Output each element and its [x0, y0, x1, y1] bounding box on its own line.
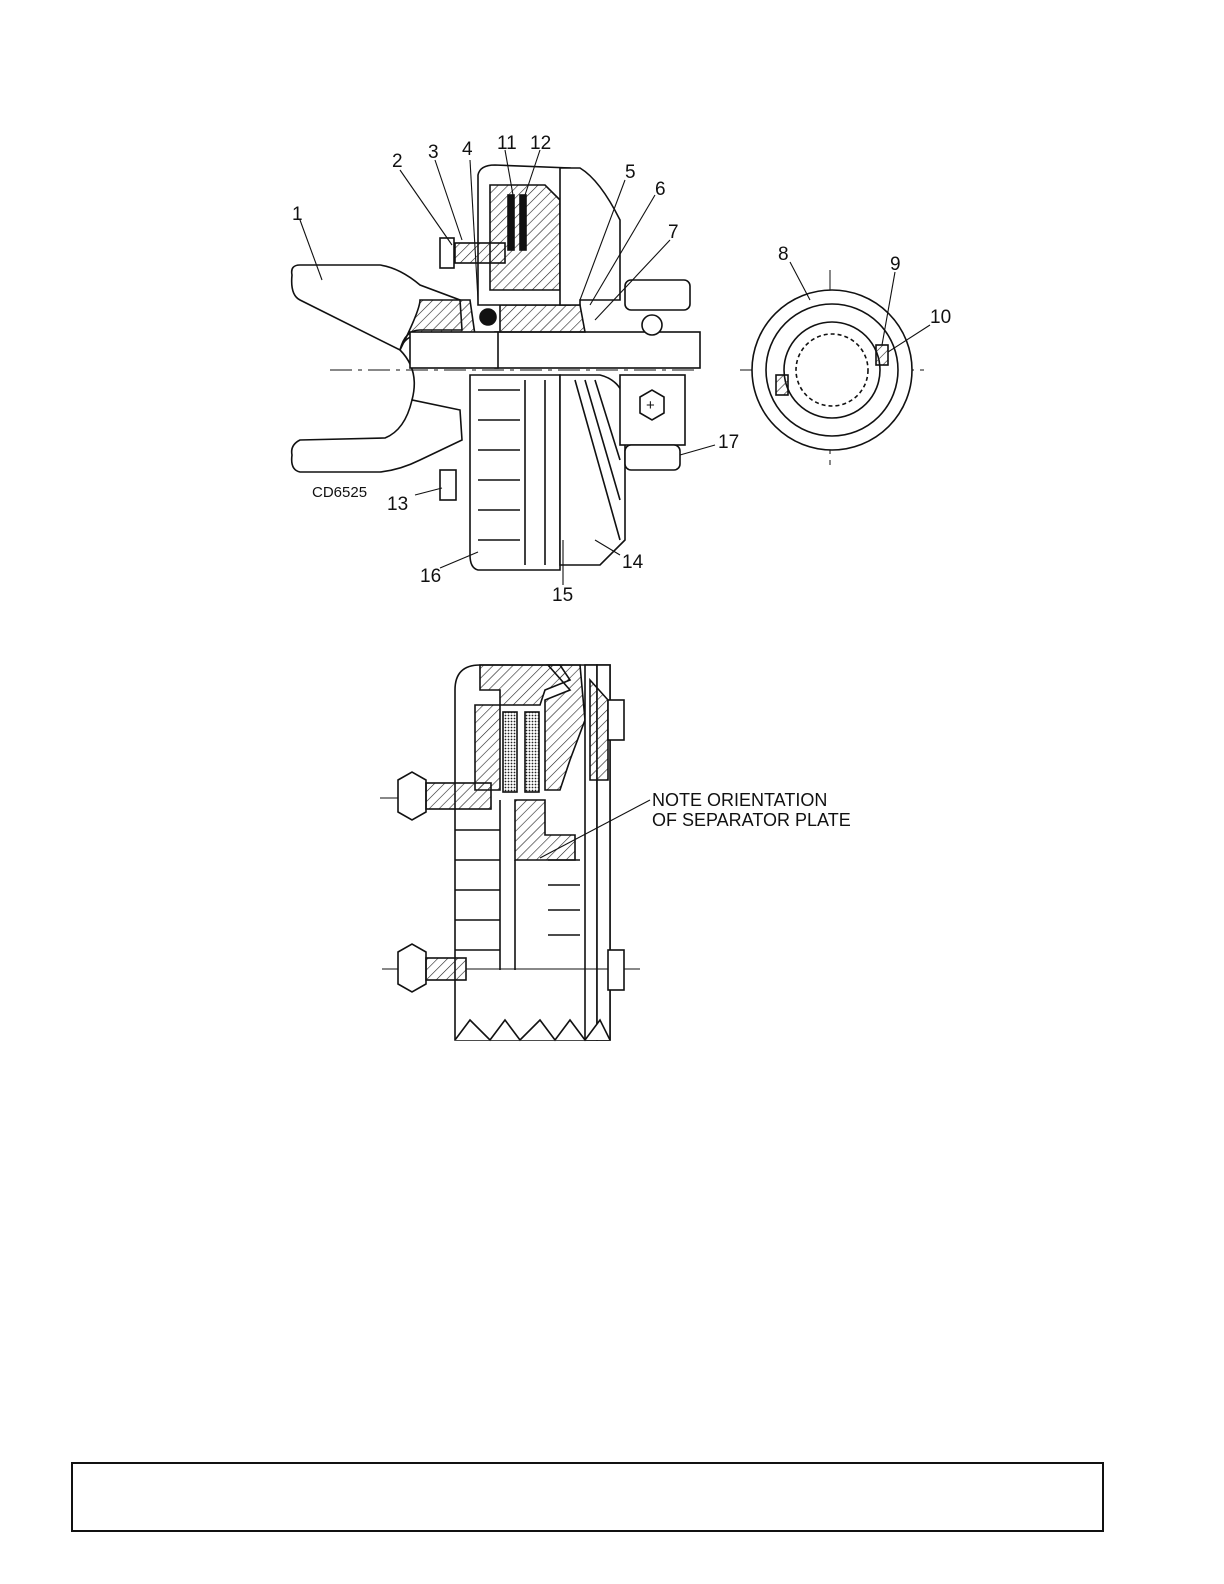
callout-7: 7	[668, 222, 679, 243]
callout-15: 15	[552, 585, 573, 606]
separator-plate-detail	[380, 665, 650, 1040]
svg-text:+: +	[646, 397, 655, 414]
callout-16: 16	[420, 566, 441, 587]
callout-11: 11	[497, 133, 517, 154]
callout-4: 4	[462, 139, 473, 160]
callout-6: 6	[655, 179, 666, 200]
clutch-assembly-view: +	[292, 150, 715, 585]
bearing-ball	[480, 309, 496, 325]
friction-disc-2	[525, 712, 539, 792]
callout-5: 5	[625, 162, 636, 183]
shield-bracket: +	[620, 280, 690, 470]
callout-3: 3	[428, 142, 439, 163]
note-line-2: OF SEPARATOR PLATE	[652, 810, 851, 830]
friction-disc-1	[503, 712, 517, 792]
callout-9: 9	[890, 254, 901, 275]
figure-id: CD6525	[312, 484, 367, 501]
callout-17: 17	[718, 432, 739, 453]
hub	[500, 305, 585, 332]
callout-10: 10	[930, 307, 951, 328]
key-10	[776, 375, 788, 395]
callout-14: 14	[622, 552, 644, 573]
callout-8: 8	[778, 244, 789, 265]
callout-2: 2	[392, 151, 403, 172]
bolt-13	[440, 470, 456, 500]
footer-box	[71, 1462, 1104, 1532]
callout-13: 13	[387, 494, 408, 515]
shaft	[495, 332, 700, 368]
end-view	[740, 262, 930, 465]
key-9	[876, 345, 888, 365]
callout-12: 12	[530, 133, 551, 154]
note-line-1: NOTE ORIENTATION	[652, 790, 827, 810]
callout-1: 1	[292, 204, 303, 225]
